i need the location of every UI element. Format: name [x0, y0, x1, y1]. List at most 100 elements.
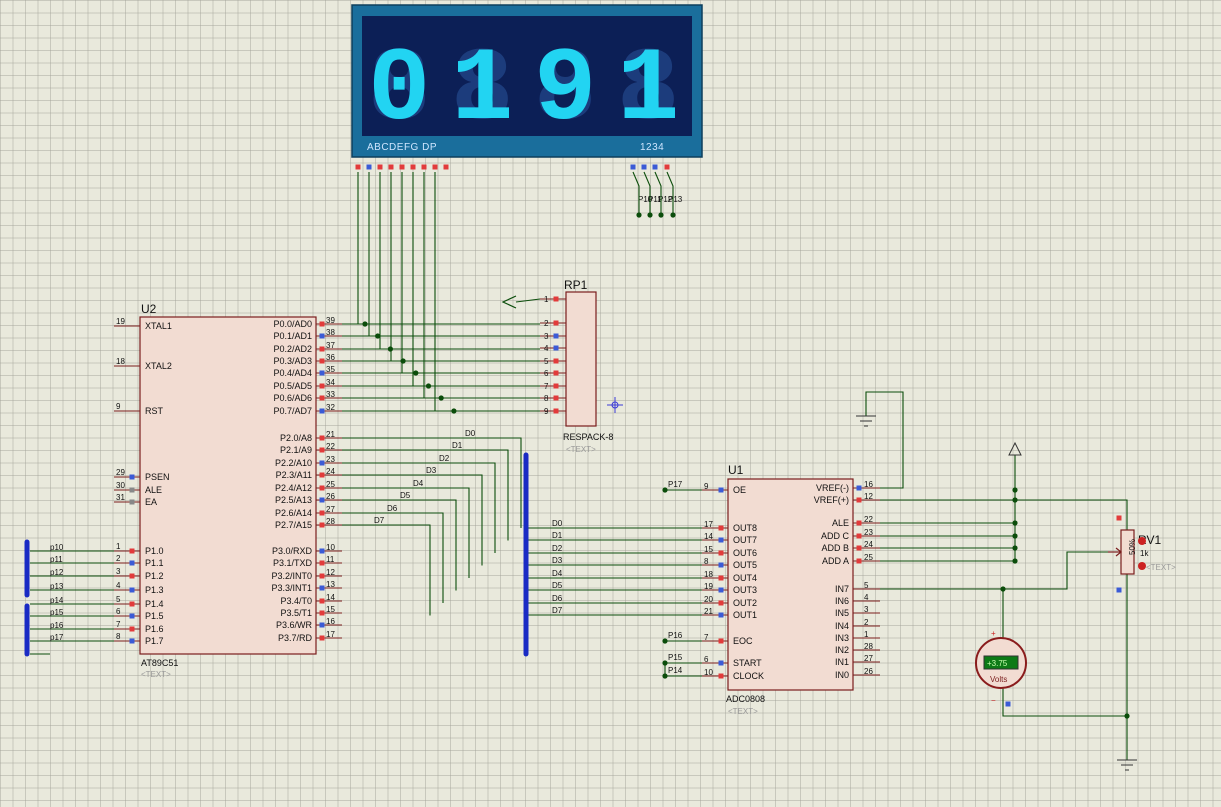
net-label: p12 [50, 568, 64, 577]
net-label: D1 [552, 531, 563, 540]
u2-text: <TEXT> [141, 670, 171, 679]
pin-number: 19 [116, 317, 125, 326]
pin-marker [319, 485, 325, 491]
display-pins [355, 164, 670, 170]
pin-number: 23 [326, 455, 335, 464]
pin-name: P1.2 [145, 571, 164, 581]
pin-name: P1.6 [145, 624, 164, 634]
pin-marker [553, 333, 559, 339]
pin-marker [319, 622, 325, 628]
p2-wire [342, 474, 483, 566]
junction-dot [1012, 487, 1018, 493]
segment-wire [423, 172, 442, 399]
net-label: P16 [668, 631, 683, 640]
pin-name: P0.0/AD0 [273, 319, 312, 329]
pin-name: START [733, 658, 762, 668]
rp1-type: RESPACK-8 [563, 432, 613, 442]
rv1-text: <TEXT> [1146, 563, 1176, 572]
net-label: D2 [552, 544, 563, 553]
voltmeter-minus: − [991, 696, 996, 705]
pin-marker [856, 485, 862, 491]
voltmeter-reading: +3.75 [987, 659, 1008, 668]
pin-marker [718, 587, 724, 593]
segment-wire [379, 172, 391, 350]
junction-dot [387, 346, 393, 352]
pin-name: ADD A [822, 556, 849, 566]
net-label: P15 [668, 653, 683, 662]
pin-marker [1116, 587, 1122, 593]
pin-number: 8 [544, 394, 549, 403]
pin-marker [856, 533, 862, 539]
pin-marker [319, 573, 325, 579]
net-label: D0 [552, 519, 563, 528]
pin-number: 17 [326, 630, 335, 639]
net-label: D1 [452, 441, 463, 450]
pin-marker [129, 587, 135, 593]
junction-dot [413, 370, 419, 376]
display-digit-wire [666, 171, 674, 215]
pin-number: 5 [864, 581, 869, 590]
rp1-pin1-wire [515, 298, 541, 303]
pin-number: 26 [326, 492, 335, 501]
pin-number: 37 [326, 341, 335, 350]
pin-name: ALE [145, 485, 162, 495]
pin-name: OUT5 [733, 560, 757, 570]
digit-4: 1 [617, 32, 679, 150]
pin-name: P3.3/INT1 [271, 583, 312, 593]
svg-text:8: 8 [617, 32, 679, 150]
pin-number: 30 [116, 481, 125, 490]
digit-label: 1234 [640, 142, 664, 153]
pin-name: P0.1/AD1 [273, 331, 312, 341]
u1-adc[interactable]: U1 ADC0808 <TEXT> [726, 463, 854, 716]
pin-marker [553, 408, 559, 414]
pin-name: XTAL1 [145, 321, 172, 331]
pin-name: P3.2/INT0 [271, 571, 312, 581]
pin-marker [319, 610, 325, 616]
pin-number: 9 [544, 407, 549, 416]
pin-number: 19 [704, 582, 713, 591]
pin-marker [319, 497, 325, 503]
junction-dot [636, 212, 642, 218]
pin-marker [319, 635, 325, 641]
net-label: P13 [668, 195, 683, 204]
segment-wire [412, 172, 429, 387]
pin-name: OUT4 [733, 573, 757, 583]
pin-name: P1.7 [145, 636, 164, 646]
pin-marker [652, 164, 658, 170]
pin-marker [856, 520, 862, 526]
pin-name: P3.7/RD [278, 633, 313, 643]
pin-name: P1.5 [145, 611, 164, 621]
pin-marker [718, 673, 724, 679]
pin-number: 27 [864, 654, 873, 663]
voltmeter-unit: Volts [990, 675, 1007, 684]
pin-name: OUT1 [733, 610, 757, 620]
pin-number: 12 [326, 568, 335, 577]
segment-wire [390, 172, 404, 362]
pin-marker [319, 560, 325, 566]
pin-name: P1.3 [145, 585, 164, 595]
pin-number: 6 [544, 369, 549, 378]
pin-number: 36 [326, 353, 335, 362]
voltmeter[interactable]: +3.75 Volts + − [975, 629, 1027, 705]
pin-number: 3 [544, 332, 549, 341]
pin-marker [641, 164, 647, 170]
rv1-potentiometer[interactable]: 50% RV1 1k <TEXT> [1108, 529, 1176, 575]
rp1-resistor-pack[interactable]: RP1 RESPACK-8 <TEXT> [563, 278, 613, 454]
pin-marker [319, 472, 325, 478]
pin-name: P1.0 [145, 546, 164, 556]
pin-marker [718, 562, 724, 568]
net-label: D0 [465, 429, 476, 438]
pin-number: 14 [326, 593, 335, 602]
digit-2: 1 [451, 32, 513, 150]
pin-number: 2 [864, 618, 869, 627]
pin-marker [319, 358, 325, 364]
u2-microcontroller[interactable]: U2 AT89C51 <TEXT> [139, 302, 317, 679]
net-label: D7 [552, 606, 563, 615]
net-label: p17 [50, 633, 64, 642]
junction-dot [1012, 520, 1018, 526]
pin-name: ALE [832, 518, 849, 528]
pin-number: 2 [116, 554, 121, 563]
pin-marker [718, 550, 724, 556]
pin-number: 22 [864, 515, 873, 524]
